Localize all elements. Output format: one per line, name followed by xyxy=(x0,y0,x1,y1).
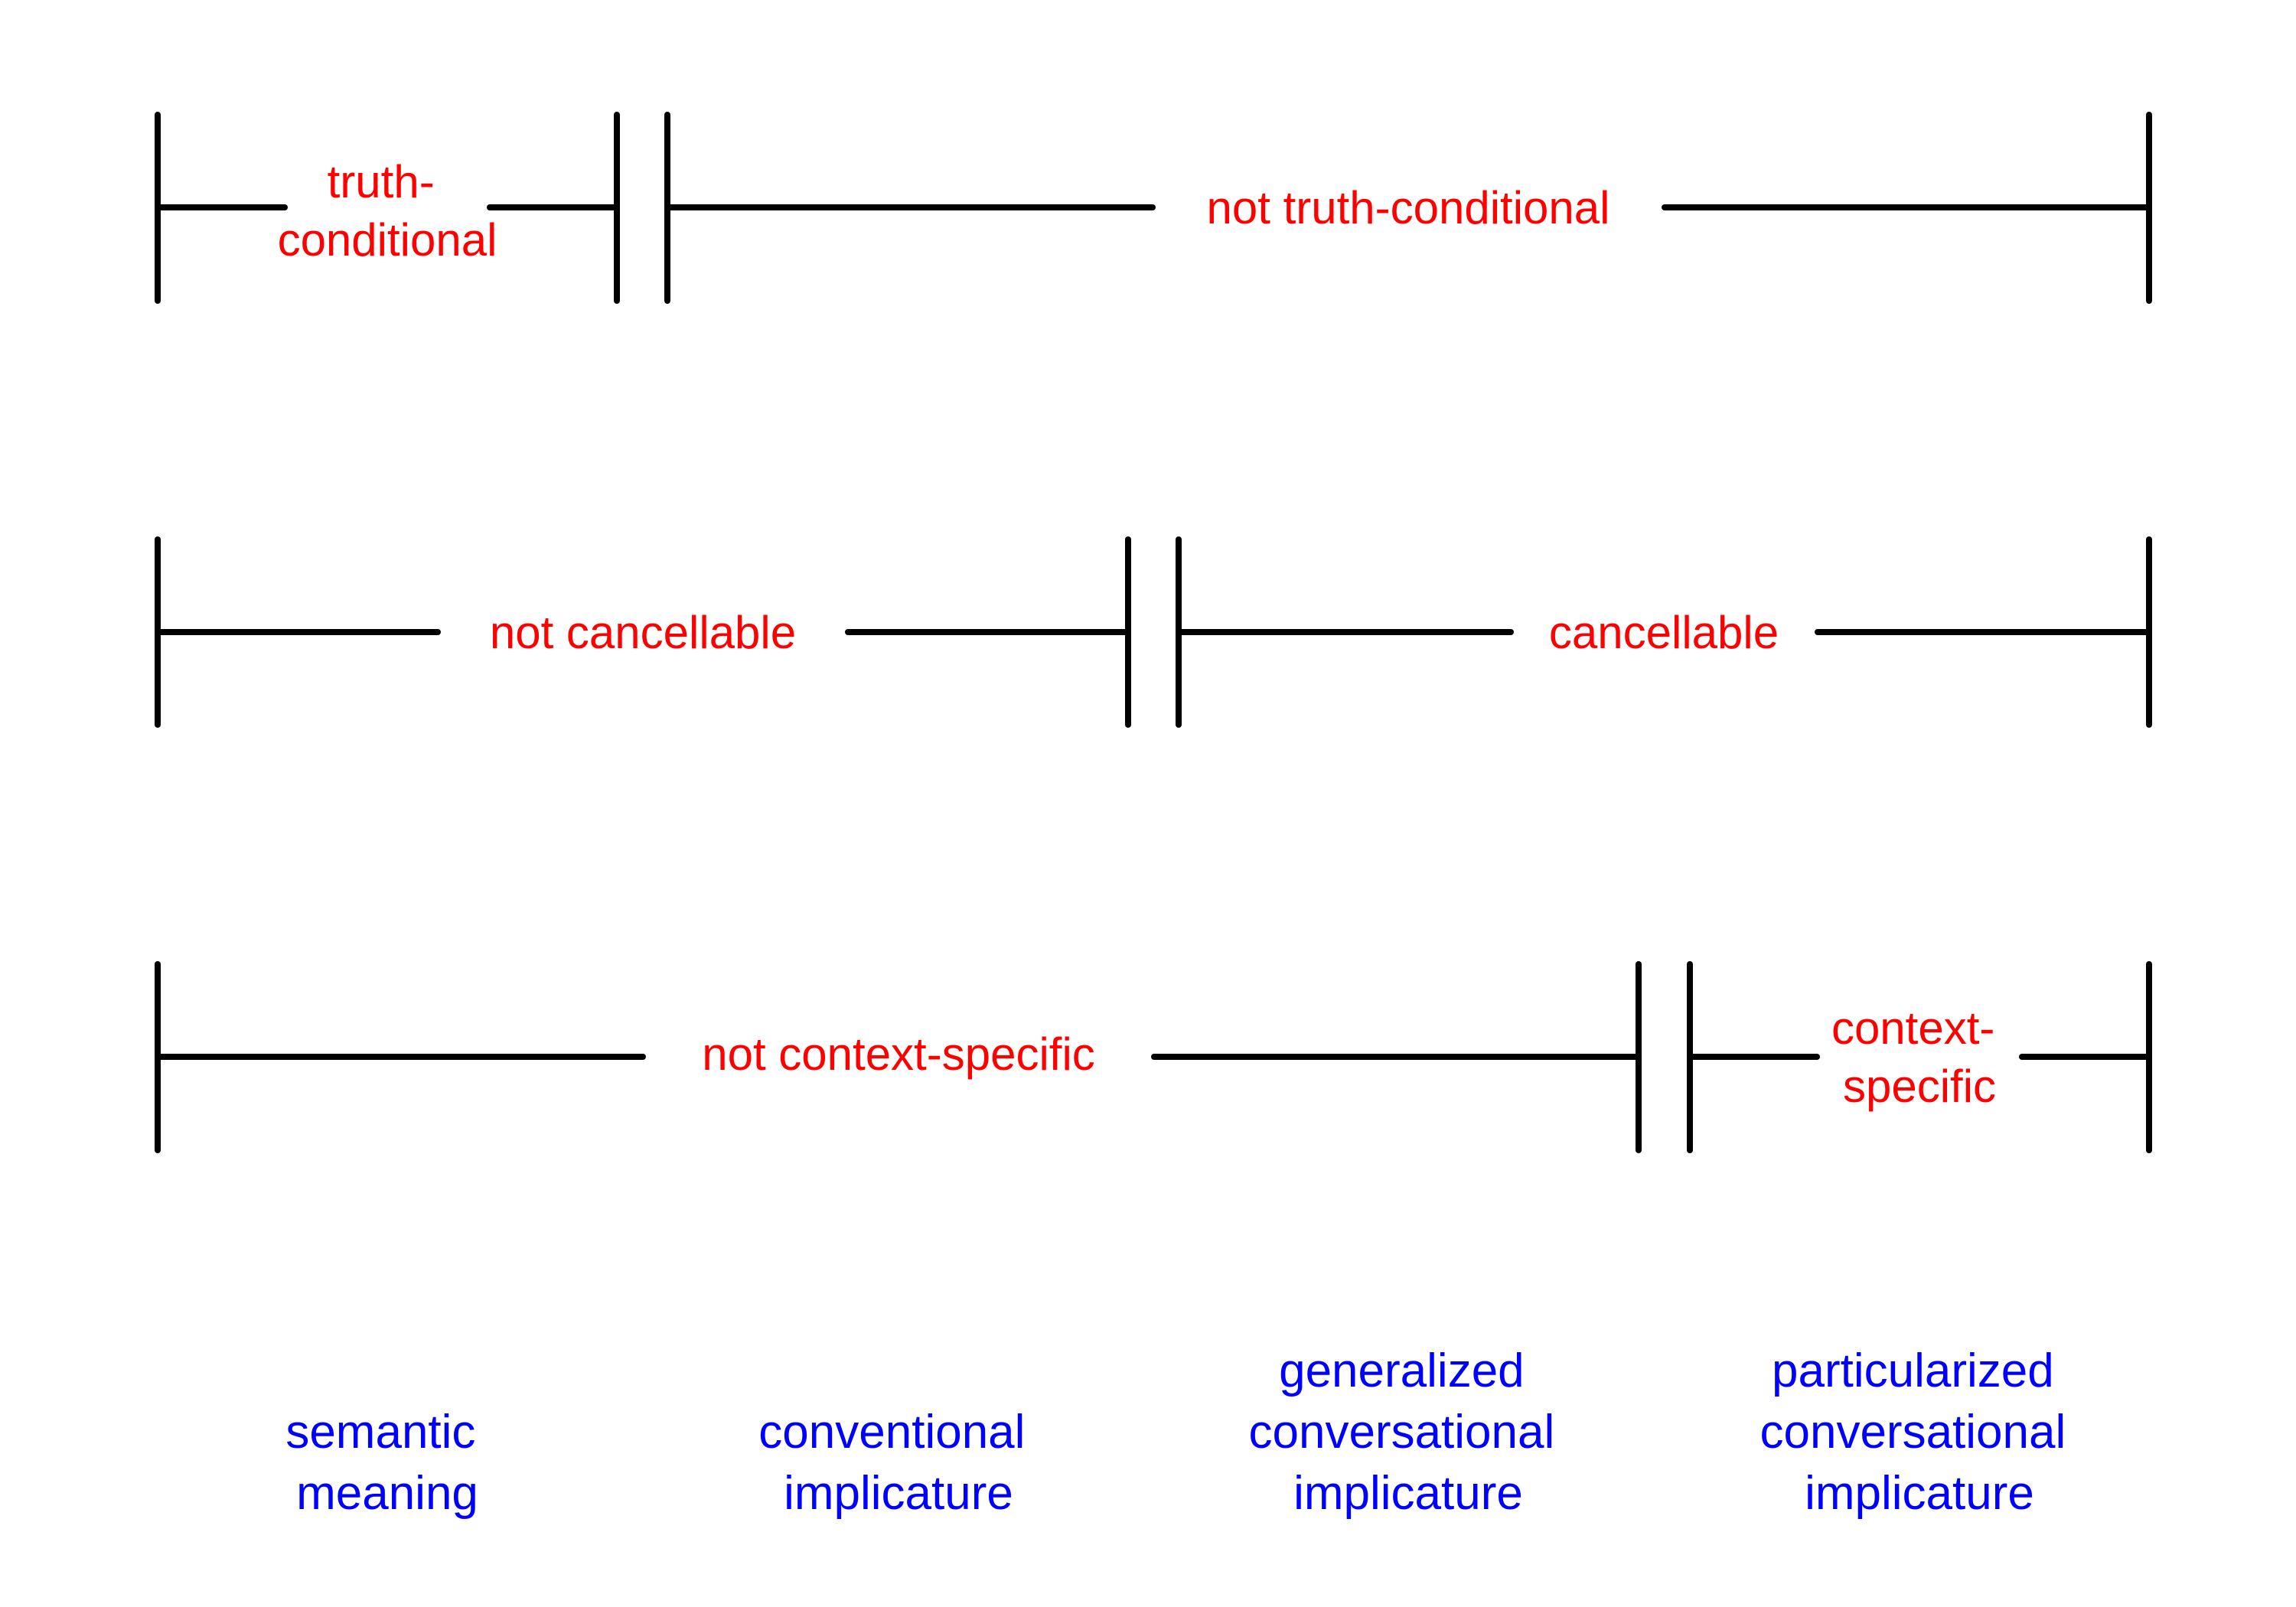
category-1-line1: semantic xyxy=(285,1406,475,1459)
category-3-line1: generalized xyxy=(1279,1345,1525,1397)
row3-segment1-label: not context-specific xyxy=(702,1028,1095,1080)
row-cancellability: not cancellable cancellable xyxy=(155,536,2152,728)
category-generalized-conversational-implicature: generalized conversational implicature xyxy=(1248,1345,1567,1520)
category-particularized-conversational-implicature: particularized conversational implicatur… xyxy=(1760,1345,2079,1520)
category-3-line2: conversational xyxy=(1248,1406,1554,1459)
category-3-line3: implicature xyxy=(1293,1467,1523,1520)
row3-segment1-label-line1: not context-specific xyxy=(702,1028,1095,1080)
row-context-specificity: not context-specific context- specific xyxy=(155,961,2152,1153)
category-labels: semantic meaning conventional implicatur… xyxy=(285,1345,2079,1520)
row2-segment1-label: not cancellable xyxy=(490,607,796,658)
category-4-line3: implicature xyxy=(1805,1467,2034,1520)
row2-segment2-label-line1: cancellable xyxy=(1549,607,1779,658)
row2-segment2-label: cancellable xyxy=(1549,607,1779,658)
row1-segment1-label-line1: truth- xyxy=(328,156,435,207)
row3-segment2-label-line1: context- xyxy=(1831,1002,1994,1054)
row1-segment1-label-line2: conditional xyxy=(278,214,497,266)
row2-segment1-label-line1: not cancellable xyxy=(490,607,796,658)
row3-segment2-label: context- specific xyxy=(1831,1002,2007,1112)
category-conventional-implicature: conventional implicature xyxy=(758,1406,1038,1520)
row1-segment1-label: truth- conditional xyxy=(278,156,497,266)
row3-segment2-label-line2: specific xyxy=(1843,1061,1996,1112)
category-2-line1: conventional xyxy=(758,1406,1025,1459)
category-semantic-meaning: semantic meaning xyxy=(285,1406,488,1520)
category-4-line2: conversational xyxy=(1760,1406,2066,1459)
category-4-line1: particularized xyxy=(1772,1345,2054,1397)
category-1-line2: meaning xyxy=(296,1467,478,1520)
category-2-line2: implicature xyxy=(784,1467,1013,1520)
row1-segment2-label-line1: not truth-conditional xyxy=(1207,182,1610,233)
row1-segment2-label: not truth-conditional xyxy=(1207,182,1610,233)
row-truth-conditionality: truth- conditional not truth-conditional xyxy=(155,112,2152,304)
